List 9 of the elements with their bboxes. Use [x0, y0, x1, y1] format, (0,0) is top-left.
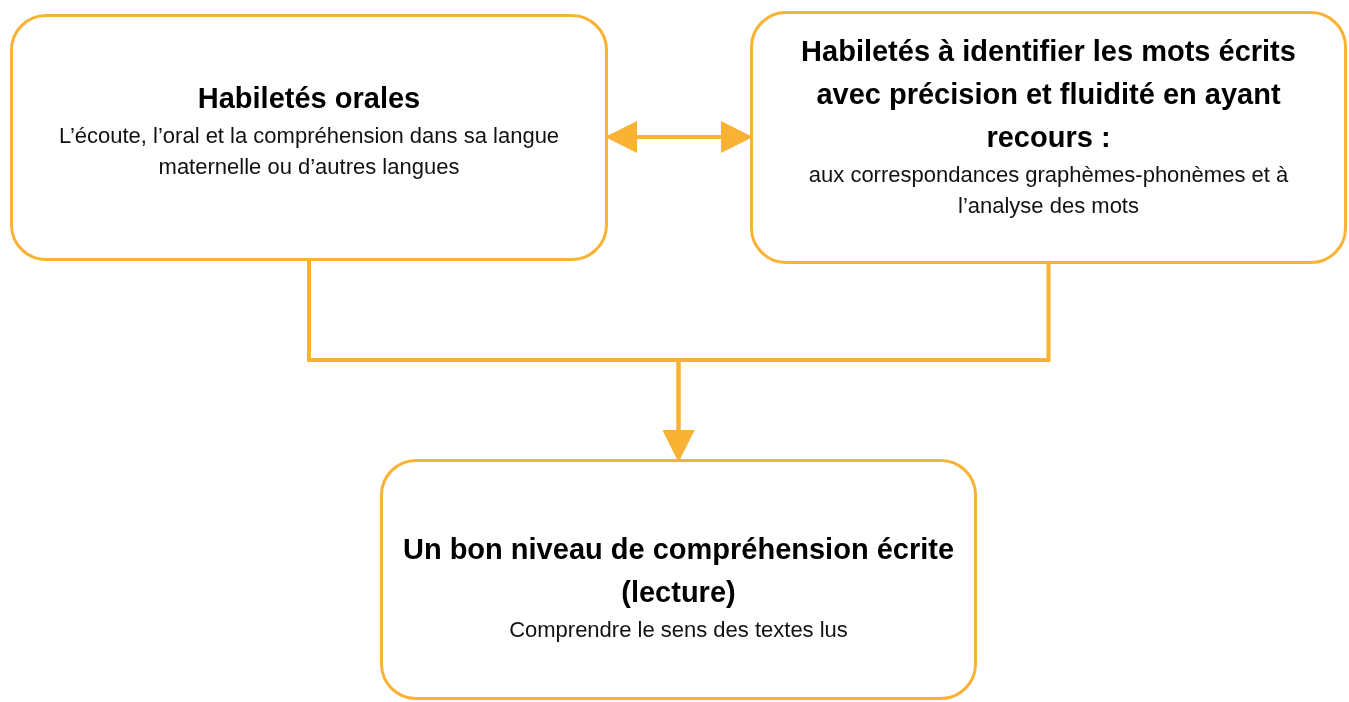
box-heading: Habiletés à identifier les mots écrits avec précision et fluidité en ayant recours : [800, 34, 1297, 155]
box-body-text: aux correspondances graphèmes-phonèmes et à l’analyse des mots [807, 161, 1290, 220]
rounded-box [750, 11, 1347, 264]
rounded-box [10, 14, 608, 261]
box-body-text: L’écoute, l’oral et la compréhension dans sa langue maternelle ou d’autres langues [57, 122, 561, 181]
box-body-text: Comprendre le sens des textes lus [509, 616, 848, 644]
rounded-box [380, 459, 977, 700]
box-heading: Habiletés orales [197, 81, 421, 116]
box-heading: Un bon niveau de compréhension écrite (lecture) [401, 532, 956, 610]
